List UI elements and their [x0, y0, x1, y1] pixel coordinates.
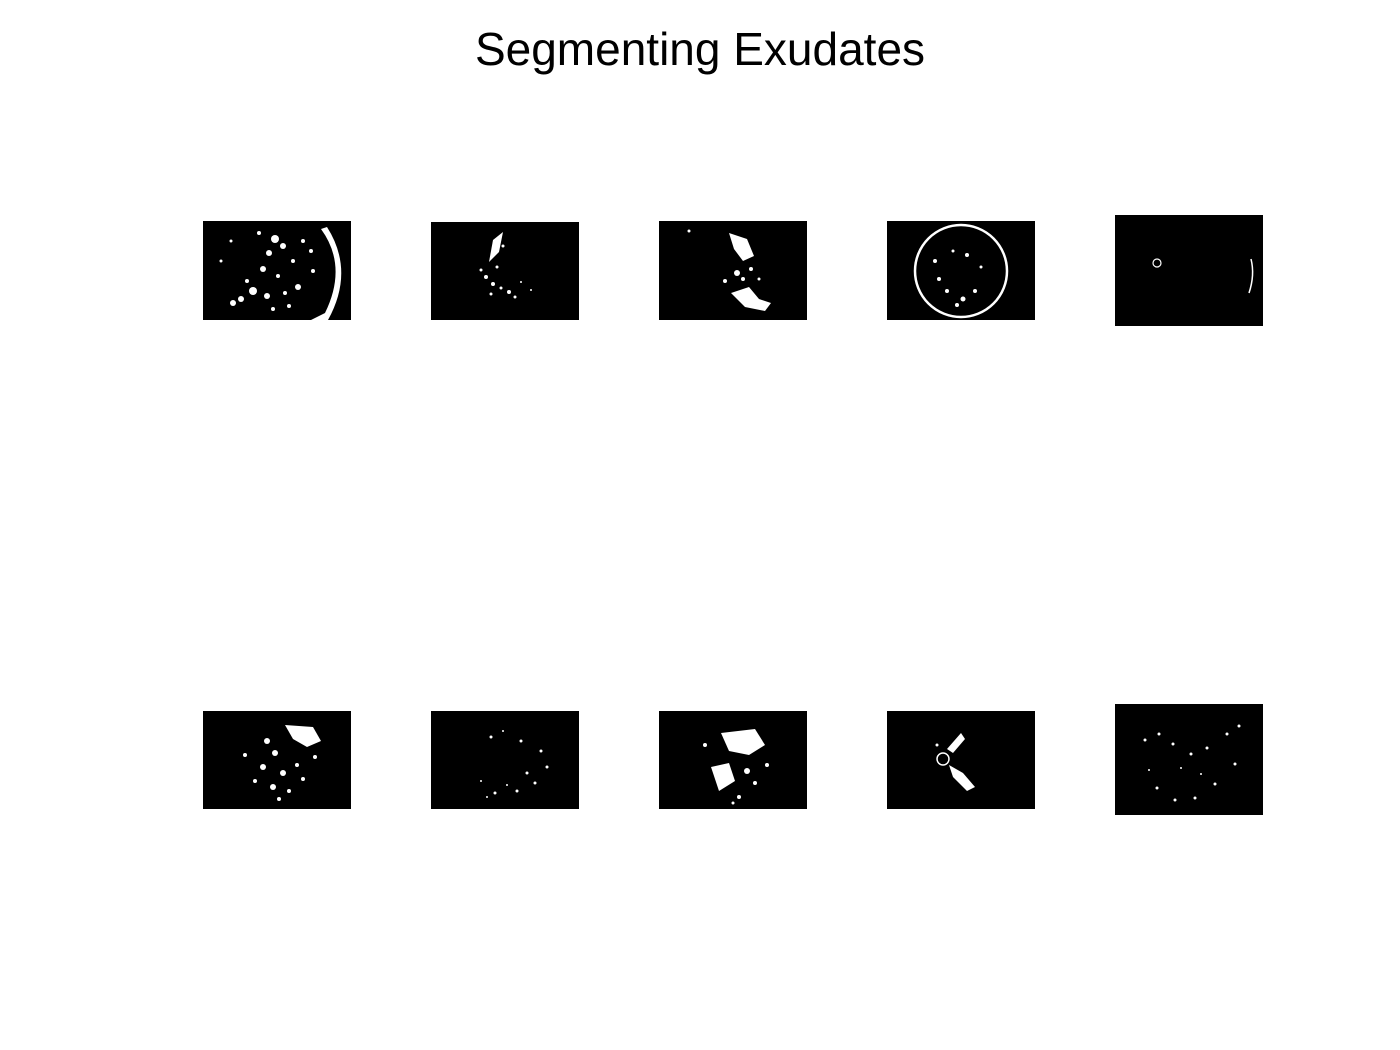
mask-image-9 — [935, 733, 975, 791]
mask-panel-9 — [887, 711, 1035, 809]
mask-image-7 — [480, 730, 549, 798]
mask-panel-5 — [1115, 215, 1263, 326]
mask-image-5 — [1152, 258, 1254, 294]
mask-panel-4 — [887, 221, 1035, 320]
figure-title: Segmenting Exudates — [474, 23, 926, 75]
mask-panel-8 — [659, 711, 807, 809]
mask-panel-1 — [203, 221, 351, 320]
mask-panel-6 — [203, 711, 351, 809]
mask-panel-10 — [1115, 704, 1263, 815]
mask-panel-7 — [431, 711, 579, 809]
mask-panel-2 — [431, 222, 579, 320]
mask-image-1 — [219, 227, 342, 320]
mask-image-8 — [703, 729, 769, 805]
mask-image-3 — [687, 229, 771, 311]
mask-image-10 — [1143, 724, 1241, 802]
mask-image-6 — [243, 725, 321, 801]
mask-image-4 — [913, 223, 1009, 319]
mask-panel-3 — [659, 221, 807, 320]
mask-image-2 — [479, 232, 532, 299]
